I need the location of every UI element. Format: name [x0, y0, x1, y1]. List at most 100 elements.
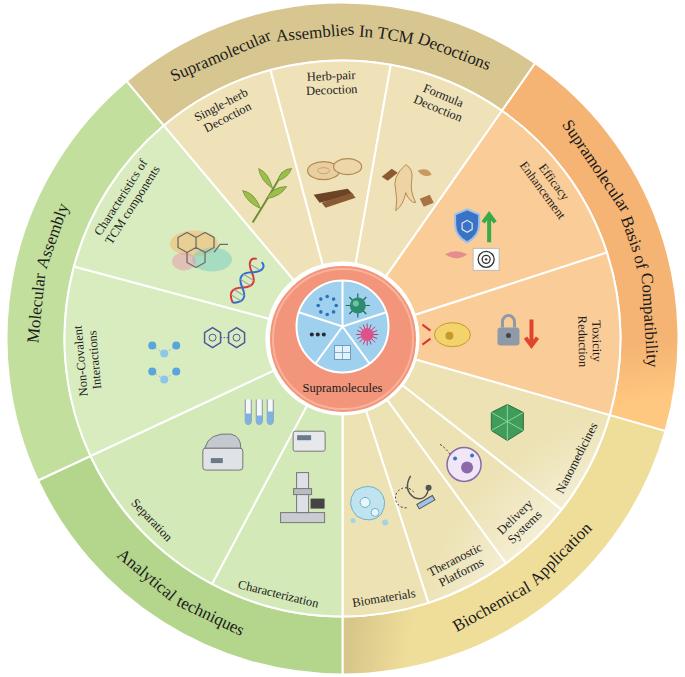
molecule-dots-icon: [148, 342, 156, 350]
molecule-dots-icon: [160, 376, 168, 384]
ginseng-root-icon: [418, 169, 432, 176]
sector-shape: [343, 411, 429, 617]
efficacy-icons: [473, 248, 499, 270]
biomaterial-bubbles-icon: [382, 519, 388, 525]
supramolecule-pie: [346, 294, 370, 318]
ginseng-root-icon: [382, 169, 398, 181]
sector-label: Toxicity Reduction: [575, 309, 605, 374]
label-word: techniques: [173, 591, 247, 641]
herb-sprig-icon: [243, 169, 292, 223]
supramolecule-pie: [350, 298, 366, 314]
supramolecule-pie: [297, 281, 389, 373]
label-word: TCM: [375, 23, 415, 49]
ginseng-root-icon: [395, 165, 416, 211]
analyzer-icon: [297, 435, 311, 440]
supramolecule-pie: [356, 324, 378, 346]
efficacy-icons: [478, 251, 494, 267]
pi-stacking-icon: [209, 334, 216, 341]
dna-helix-icon: [227, 257, 266, 307]
supramolecule-pie: [319, 310, 323, 314]
category-label: Analytical techniques: [111, 543, 249, 642]
biomaterial-bubbles-icon: [360, 497, 370, 507]
supramolecule-pie: [335, 346, 351, 360]
pi-stacking-icon: [233, 334, 240, 341]
toxicity-icons: [497, 328, 519, 346]
efficacy-icons: [445, 251, 467, 258]
category-label: Supramolecular Basis of Compatibility: [556, 114, 663, 369]
supramolecule-pie: [353, 301, 359, 307]
centrifuge-icon: [211, 458, 223, 463]
herb-slices-icon: [334, 159, 362, 175]
herb-slices-icon: [322, 193, 356, 208]
supramolecule-pie: [297, 281, 389, 373]
cell-icon: [445, 332, 453, 340]
molecule-structure-icon: [178, 232, 228, 267]
molecule-structure-icon: [170, 230, 232, 271]
label-holder: Toxicity Reduction: [575, 309, 605, 374]
supramolecule-pie: [332, 297, 336, 301]
topic-sector: Characteristics of TCM components: [72, 124, 295, 320]
supramolecule-pie: [322, 333, 326, 337]
cell-icon: [422, 323, 470, 347]
centrifuge-icon: [205, 434, 241, 448]
nanomedicine-gem-icon: [491, 404, 523, 440]
toxicity-icons: [502, 316, 514, 328]
efficacy-icons: [485, 258, 487, 260]
supramolecule-pie: [316, 295, 338, 317]
ginseng-root-icon: [382, 165, 434, 211]
herb-sprig-icon: [243, 169, 292, 209]
label-word: Analytical: [113, 544, 181, 605]
molecule-dots-icon: [148, 368, 156, 376]
test-tubes-icon: [245, 411, 273, 424]
sector-label: Herb-pair Decoction: [283, 67, 379, 100]
supramolecule-pie: [316, 304, 320, 308]
analyzer-icon: [293, 431, 325, 451]
label-word: Basis: [615, 213, 647, 255]
category-label: Molecular Assembly: [22, 199, 75, 345]
label-word: Application: [526, 518, 597, 589]
theranostic-icon: [426, 485, 432, 491]
delivery-cell-icon: [440, 444, 481, 481]
label-word: In: [358, 22, 374, 43]
supramolecule-pie: [319, 297, 323, 301]
efficacy-icons: [445, 209, 499, 270]
center-disk: [269, 265, 417, 413]
supramolecule-pie: [299, 281, 387, 364]
supramolecule-pie: [356, 324, 378, 346]
label-word: Supramolecular: [168, 26, 275, 87]
theranostic-icon: [417, 496, 435, 509]
biomaterial-bubbles-icon: [351, 486, 385, 520]
microscope-icon: [281, 513, 325, 523]
supramolecule-pie: [334, 304, 338, 308]
efficacy-icons: [462, 220, 472, 232]
toxicity-icons: [497, 316, 537, 346]
analyzer-icon: [293, 431, 325, 451]
delivery-cell-icon: [470, 453, 474, 457]
center-label: Supramolecules: [303, 381, 383, 395]
test-tubes-icon: [245, 399, 273, 424]
molecule-structure-icon: [192, 247, 232, 271]
delivery-cell-icon: [461, 461, 473, 473]
nanomedicine-gem-icon: [491, 404, 523, 440]
label-word: Assembly: [32, 201, 74, 272]
cell-icon: [422, 325, 430, 345]
pi-stacking-icon: [221, 337, 229, 338]
supramolecule-pie: [332, 310, 336, 314]
supramolecule-pie: [325, 295, 329, 299]
efficacy-icons: [455, 209, 479, 242]
molecule-dots-icon: [172, 368, 180, 376]
centrifuge-icon: [203, 448, 243, 470]
supramolecule-pie: [335, 346, 351, 360]
label-word: Biochemical: [449, 577, 534, 637]
molecule-structure-icon: [172, 252, 196, 270]
center-ring: [273, 269, 413, 409]
molecule-dots-icon: [160, 350, 168, 358]
label-word: Molecular: [23, 272, 50, 344]
sector-shape: [74, 126, 294, 319]
label-word: Decoctions: [414, 29, 493, 76]
cell-icon: [434, 323, 470, 347]
label-word: Assemblies: [276, 19, 356, 46]
efficacy-icons: [483, 214, 495, 242]
herb-slices-icon: [318, 168, 330, 174]
toxicity-icons: [506, 333, 511, 338]
